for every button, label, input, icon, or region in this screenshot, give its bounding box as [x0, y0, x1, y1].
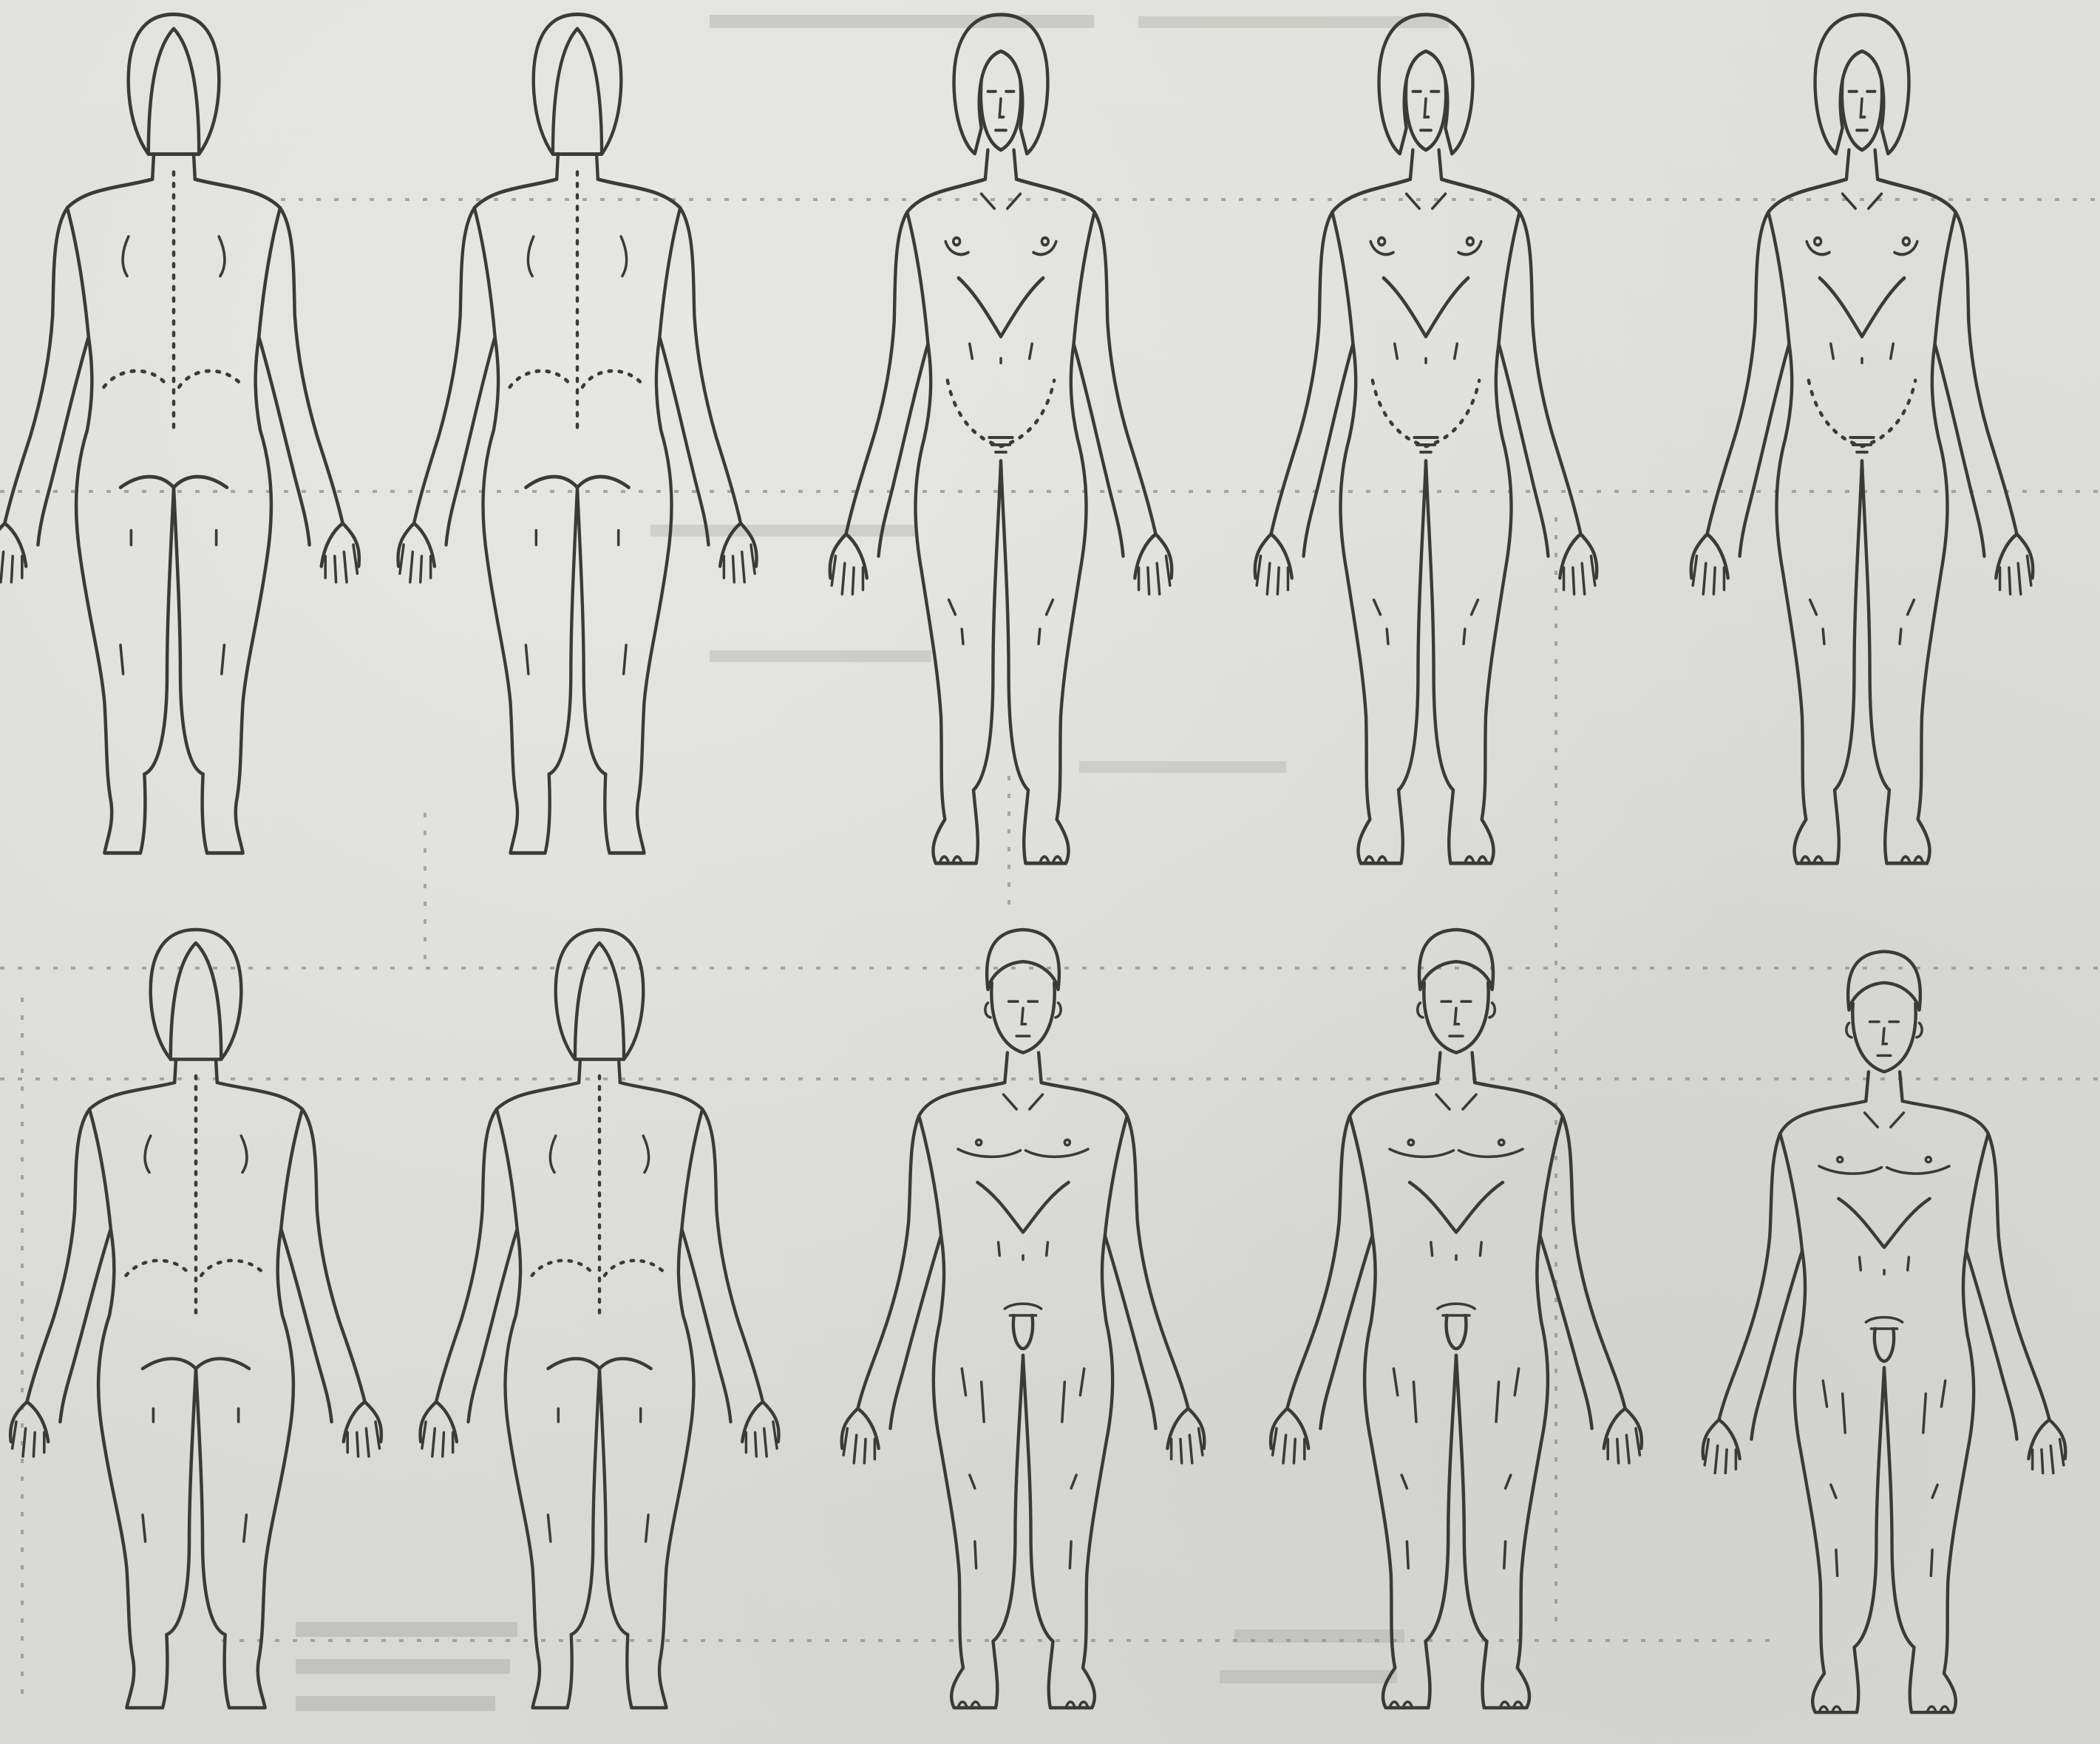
figure-female-back-slim-2 [420, 930, 778, 1708]
figure-male-front-2 [1271, 930, 1642, 1708]
figure-female-front-2 [1255, 15, 1597, 863]
figure-female-back-curvy-2 [10, 930, 381, 1708]
row-1 [0, 14, 2033, 863]
bleed-through-smudges [296, 15, 1449, 1711]
figure-male-front-1 [842, 930, 1205, 1708]
figure-male-front-3 [1703, 952, 2066, 1713]
figure-female-back-slim [398, 14, 756, 853]
row-2 [10, 930, 2065, 1712]
figure-female-front-3 [1691, 15, 2033, 863]
figure-female-front-1 [830, 15, 1172, 863]
figure-female-back-curvy [0, 14, 359, 853]
